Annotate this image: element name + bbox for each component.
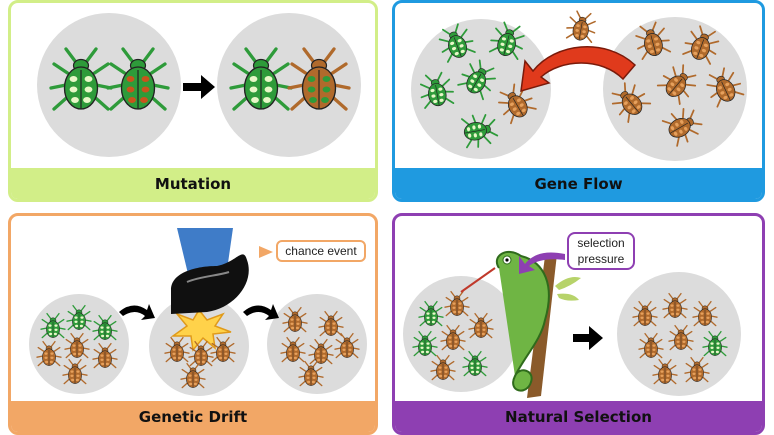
green-beetle-icon [702,330,728,357]
panel-label: Mutation [11,168,375,199]
brown-beetle-icon [188,340,214,367]
green-beetle-icon [40,312,66,339]
genetic-drift-illustration [29,228,367,396]
brown-beetle-icon [334,332,360,359]
brown-beetle-icon [498,83,537,125]
mutation-illustration [37,13,361,157]
brown-beetle-icon [287,47,351,111]
impact-burst-icon [170,308,232,352]
callout-line: selection [577,236,625,250]
brown-beetle-icon [662,292,688,319]
mutant-beetle-icon [106,47,170,111]
shoe-icon [171,228,249,314]
brown-beetle-icon [298,360,324,387]
selection-pressure-callout: selection pressure [567,232,635,270]
chameleon-icon [460,250,581,398]
green-beetle-icon [66,304,92,331]
brown-beetle-icon [661,108,703,147]
brown-beetle-icon [706,67,745,108]
arrow-right-icon [573,326,603,350]
brown-beetle-icon [468,312,494,339]
gene-flow-panel: Gene Flow [392,0,765,202]
brown-beetle-icon [64,332,90,359]
brown-beetle-icon [635,21,672,60]
callout-pointer [259,246,273,258]
brown-beetle-icon [668,324,694,351]
brown-beetle-icon [611,82,652,123]
curved-arrow-icon [119,304,155,320]
brown-beetle-icon [282,306,308,333]
green-beetle-icon [438,23,476,63]
brown-beetle-icon [180,362,206,389]
green-beetle-icon [49,47,113,111]
panel-label: Gene Flow [395,168,762,199]
brown-beetle-icon [565,10,596,43]
brown-beetle-icon [638,332,664,359]
brown-beetle-icon [656,64,697,105]
callout-line: pressure [577,252,625,266]
brown-beetle-icon [682,25,720,65]
curved-arrow-icon [243,304,279,320]
brown-beetle-icon [684,356,710,383]
population-circle [37,13,181,157]
brown-beetle-icon [444,290,470,317]
curved-arrow-icon [520,46,637,93]
brown-beetle-icon [36,340,62,367]
population-circle [217,13,361,157]
mutation-panel: Mutation [8,0,378,202]
natural-selection-panel: selection pressure Natural Selection [392,213,765,435]
brown-beetle-icon [652,358,678,385]
green-beetle-icon [457,59,496,101]
brown-beetle-icon [632,300,658,327]
brown-beetle-icon [92,342,118,369]
brown-beetle-icon [692,300,718,327]
genetic-drift-panel: chance event Genetic Drift [8,213,378,435]
green-beetle-icon [462,350,488,377]
green-beetle-icon [418,300,444,327]
chance-event-callout: chance event [276,240,366,262]
panel-label: Genetic Drift [11,401,375,432]
brown-beetle-icon [440,324,466,351]
green-beetle-icon [92,314,118,341]
brown-beetle-icon [280,336,306,363]
arrow-right-icon [183,75,215,99]
brown-beetle-icon [430,354,456,381]
brown-beetle-icon [308,338,334,365]
panel-label: Natural Selection [395,401,762,432]
green-beetle-icon [229,47,293,111]
curved-arrow-icon [519,252,565,274]
brown-beetle-icon [210,336,236,363]
green-beetle-icon [488,21,525,60]
brown-beetle-icon [318,310,344,337]
brown-beetle-icon [62,358,88,385]
green-beetle-icon [461,113,499,149]
gene-flow-illustration [411,10,747,161]
natural-selection-illustration [403,250,741,398]
green-beetle-icon [419,71,455,109]
green-beetle-icon [412,330,438,357]
brown-beetle-icon [164,336,190,363]
